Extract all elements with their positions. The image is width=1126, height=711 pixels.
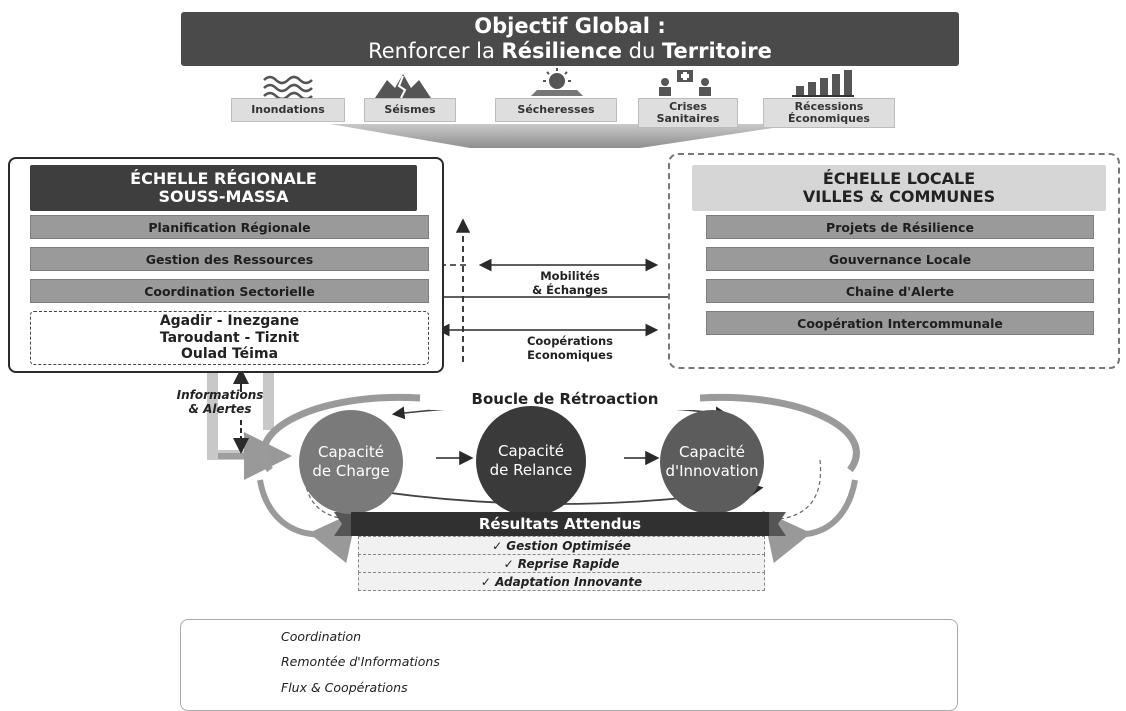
funnel-arrow [330,124,800,148]
expected-results-header: Résultats Attendus [351,512,769,536]
capacity-innovation-circle: Capacité d'Innovation [660,410,764,514]
feedback-loop-outer [260,393,860,473]
regional-header-line2: SOUSS-MASSA [158,187,289,206]
legend-box [180,619,958,711]
risk-label-health-crisis: Crises Sanitaires [638,98,738,128]
result-item-innovative-adaptation: ✓ Adaptation Innovante [358,572,765,591]
drought-icon [531,68,583,96]
risk-label-floods: Inondations [231,98,345,122]
regional-item-resources: Gestion des Ressources [30,247,429,271]
capacity-relance-line1: Capacité [498,442,564,461]
recession-chart-icon [792,70,854,97]
objective-title-line1: Objectif Global : [474,13,666,38]
feedback-loop-label: Boucle de Rétroaction [430,388,700,410]
capacity-charge-line1: Capacité [318,443,384,462]
info-alerts-label: Informations & Alertes [164,388,276,417]
legend-info-label: Remontée d'Informations [281,654,440,669]
regional-header-line1: ÉCHELLE RÉGIONALE [130,168,317,188]
local-scale-header: ÉCHELLE LOCALE VILLES & COMMUNES [692,165,1106,211]
capacity-innovation-line2: d'Innovation [665,462,759,480]
capacity-relance-circle: Capacité de Relance [476,406,586,516]
info-alerts-label-line2: & Alertes [188,402,252,417]
local-header-line1: ÉCHELLE LOCALE [822,168,976,188]
risk-label-recessions: Récessions Économiques [763,98,895,128]
regional-scale-header: ÉCHELLE RÉGIONALE SOUSS-MASSA [30,165,417,211]
regional-cities-box: Agadir - Inezgane Taroudant - Tiznit Oul… [30,311,429,365]
health-crisis-icon [659,70,711,96]
economic-coop-label-line1: Coopérations [526,334,614,348]
flood-icon [263,75,313,98]
economic-coop-label-line2: Economiques [527,347,613,362]
capacity-relance-line2: de Relance [489,461,573,479]
info-alerts-label-line1: Informations [176,388,264,402]
objective-title: Objectif Global : Renforcer la Résilienc… [181,12,959,66]
legend-coordination-label: Coordination [281,629,362,644]
result-item-optimized-management: ✓ Gestion Optimisée [358,536,765,555]
risk-label-earthquakes: Séismes [364,98,456,122]
cities-line3: Oulad Téima [180,346,279,363]
mobility-label: Mobilités & Échanges [500,269,640,298]
result-item-rapid-recovery: ✓ Reprise Rapide [358,554,765,573]
capacity-innovation-line1: Capacité [679,443,745,462]
cities-line1: Agadir - Inezgane [159,312,300,329]
local-item-alert-chain: Chaine d'Alerte [706,279,1094,303]
objective-title-line2: Renforcer la Résilience du Territoire [368,39,772,63]
legend-flows-label: Flux & Coopérations [281,680,408,695]
mobility-label-line2: & Échanges [532,282,608,297]
local-item-intercommunal: Coopération Intercommunale [706,311,1094,335]
local-item-projects: Projets de Résilience [706,215,1094,239]
earthquake-icon [375,74,431,99]
mobility-label-line1: Mobilités [540,269,600,283]
regional-item-coordination: Coordination Sectorielle [30,279,429,303]
economic-coop-label: Coopérations Economiques [490,334,650,363]
capacity-charge-line2: de Charge [312,462,390,480]
capacity-charge-circle: Capacité de Charge [299,410,403,514]
risk-label-droughts: Sécheresses [495,98,617,122]
local-item-governance: Gouvernance Locale [706,247,1094,271]
local-header-line2: VILLES & COMMUNES [802,187,996,206]
cities-line2: Taroudant - Tiznit [159,329,300,346]
regional-item-planning: Planification Régionale [30,215,429,239]
